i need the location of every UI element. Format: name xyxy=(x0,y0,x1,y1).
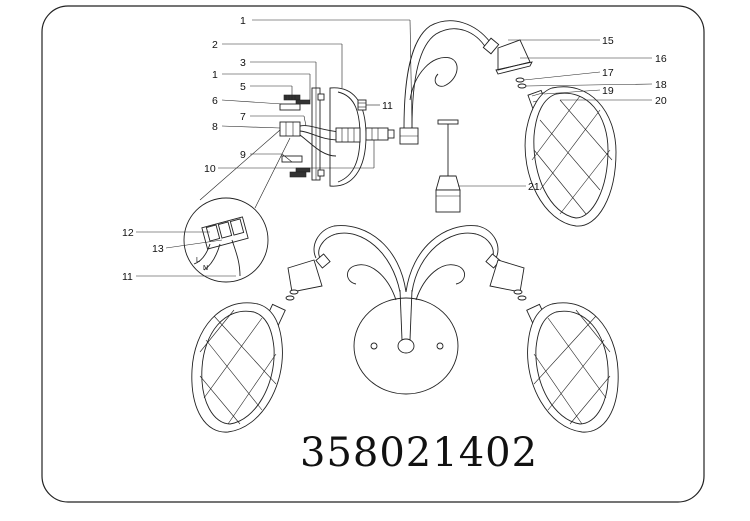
callout-10: 10 xyxy=(204,163,216,175)
callout-13: 13 xyxy=(152,243,164,255)
callout-12: 12 xyxy=(122,227,134,239)
diagram-frame xyxy=(41,5,705,503)
callout-leaders xyxy=(136,19,653,277)
callout-15: 15 xyxy=(602,35,614,47)
assembled-view xyxy=(191,225,619,433)
callout-17: 17 xyxy=(602,67,614,79)
terminal-detail-zoom: L N xyxy=(183,129,291,283)
callout-2: 2 xyxy=(212,39,218,51)
callout-9: 9 xyxy=(240,149,246,161)
callout-19: 19 xyxy=(602,85,614,97)
callout-20: 20 xyxy=(655,95,667,107)
callout-18: 18 xyxy=(655,79,667,91)
callout-labels: 1 2 3 1 5 6 7 8 9 10 11 15 16 17 18 19 2… xyxy=(122,15,667,283)
callout-1-arm: 1 xyxy=(240,15,246,27)
callout-21: 21 xyxy=(528,181,540,193)
callout-5: 5 xyxy=(240,81,246,93)
callout-1-bracket: 1 xyxy=(212,69,218,81)
callout-11-nut: 11 xyxy=(382,100,393,112)
callout-3: 3 xyxy=(240,57,246,69)
exploded-view xyxy=(279,20,617,227)
callout-6: 6 xyxy=(212,95,218,107)
callout-7: 7 xyxy=(240,111,246,123)
callout-11-ground: 11 xyxy=(122,271,133,283)
callout-16: 16 xyxy=(655,53,667,65)
wire-label-n: N xyxy=(203,265,208,272)
callout-8: 8 xyxy=(212,121,218,133)
wire-label-l: L xyxy=(196,257,200,264)
model-number: 358021402 xyxy=(300,430,538,476)
